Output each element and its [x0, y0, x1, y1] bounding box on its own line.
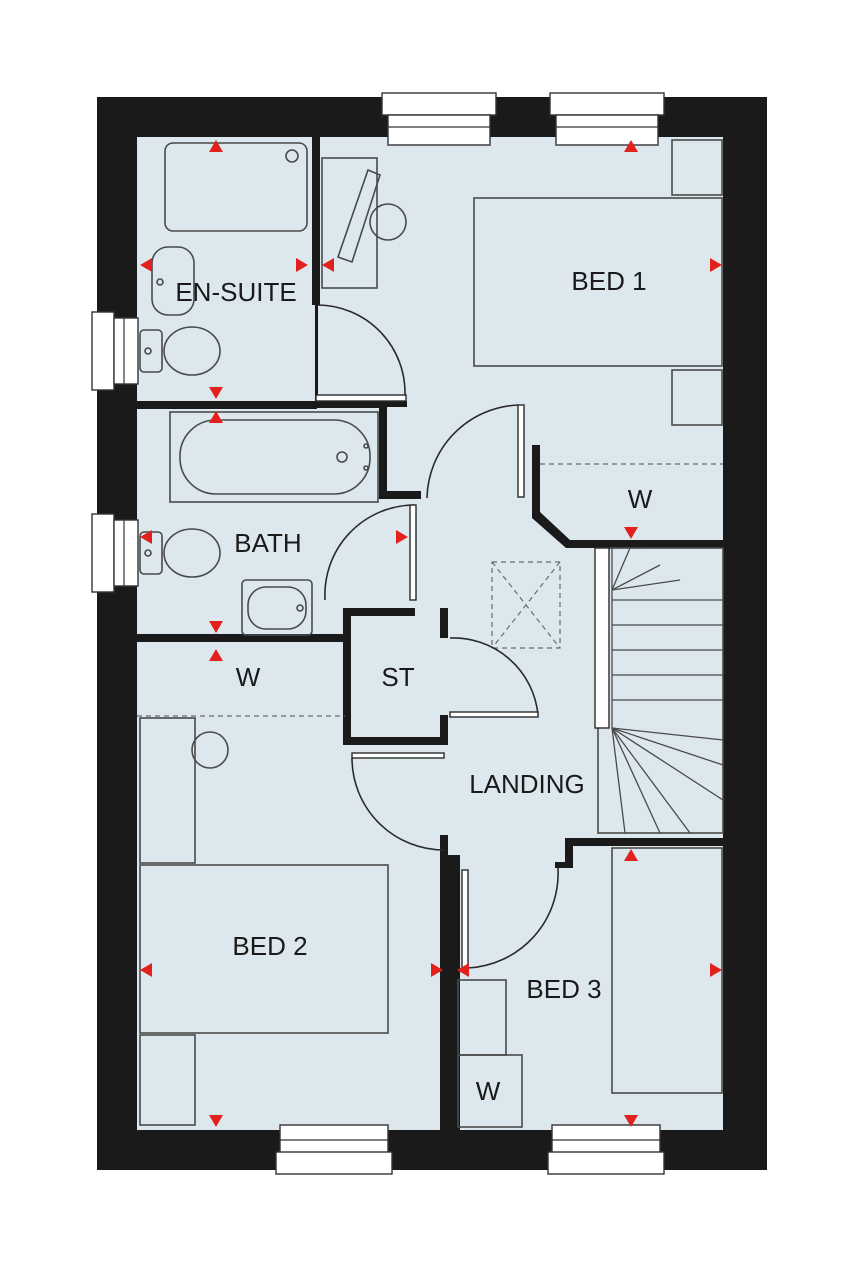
window-bottom-right	[547, 1124, 665, 1175]
door-bath[interactable]	[324, 504, 417, 601]
marker-icon	[209, 387, 223, 399]
window-bottom-left	[275, 1124, 393, 1175]
bed-2-desk	[139, 717, 196, 864]
label-bed-3: BED 3	[526, 974, 601, 1004]
bed-2-bedside	[139, 1034, 196, 1126]
label-landing: LANDING	[469, 769, 585, 799]
internal-walls	[137, 137, 723, 1130]
marker-icon	[140, 258, 152, 272]
bath-fixtures	[139, 411, 379, 636]
marker-icon	[140, 530, 152, 544]
window-top-left	[381, 92, 497, 146]
marker-icon	[322, 258, 334, 272]
cross-box-skylight-icon	[491, 561, 561, 649]
marker-icon	[624, 849, 638, 861]
marker-icon	[624, 140, 638, 152]
marker-icon	[624, 527, 638, 539]
label-en-suite: EN-SUITE	[175, 277, 296, 307]
staircase	[594, 547, 724, 834]
door-store[interactable]	[449, 637, 539, 718]
marker-icon	[296, 258, 308, 272]
marker-icon	[209, 649, 223, 661]
marker-icon	[431, 963, 443, 977]
bath-basin	[241, 579, 313, 636]
marker-icon	[396, 530, 408, 544]
marker-icon	[209, 1115, 223, 1127]
window-bath	[91, 513, 139, 593]
marker-icon	[209, 621, 223, 633]
bed-2-bed	[139, 864, 389, 1034]
en-suite-basin	[151, 246, 195, 316]
bed-3-wardrobe	[457, 1054, 523, 1128]
en-suite-toilet	[139, 326, 221, 376]
room-labels: EN-SUITE BED 1 W BATH ST W LANDING BED 2…	[175, 266, 652, 1106]
door-en-suite[interactable]	[315, 304, 407, 402]
marker-icon	[140, 963, 152, 977]
en-suite-fixtures	[139, 142, 308, 376]
bed-1-fixtures	[321, 139, 723, 465]
marker-icon	[209, 140, 223, 152]
bed-2-fixtures	[137, 715, 389, 1126]
label-store: ST	[381, 662, 414, 692]
bathtub	[169, 411, 379, 503]
dressing-table	[321, 157, 378, 289]
marker-icon	[209, 411, 223, 423]
red-triangle-dimension-markers	[140, 140, 722, 1127]
label-bed-1-wardrobe: W	[628, 484, 653, 514]
bed-3-fixtures	[457, 847, 723, 1128]
window-en-suite	[91, 311, 139, 391]
windows	[91, 92, 665, 1175]
window-top-right	[549, 92, 665, 146]
door-bed-2[interactable]	[351, 752, 445, 851]
label-bath: BATH	[234, 528, 301, 558]
shower-tray	[164, 142, 308, 232]
bedside-table-bottom	[671, 369, 723, 426]
doors	[315, 304, 559, 969]
marker-icon	[710, 963, 722, 977]
label-bed-3-wardrobe: W	[476, 1076, 501, 1106]
bed-3-bed	[611, 847, 723, 1094]
label-bed-2: BED 2	[232, 931, 307, 961]
door-bed-1[interactable]	[426, 404, 525, 499]
label-bed-2-wardrobe: W	[236, 662, 261, 692]
marker-icon	[457, 963, 469, 977]
bed-1-bed	[473, 197, 723, 367]
bedside-table-top	[671, 139, 723, 196]
label-bed-1: BED 1	[571, 266, 646, 296]
marker-icon	[624, 1115, 638, 1127]
marker-icon	[710, 258, 722, 272]
